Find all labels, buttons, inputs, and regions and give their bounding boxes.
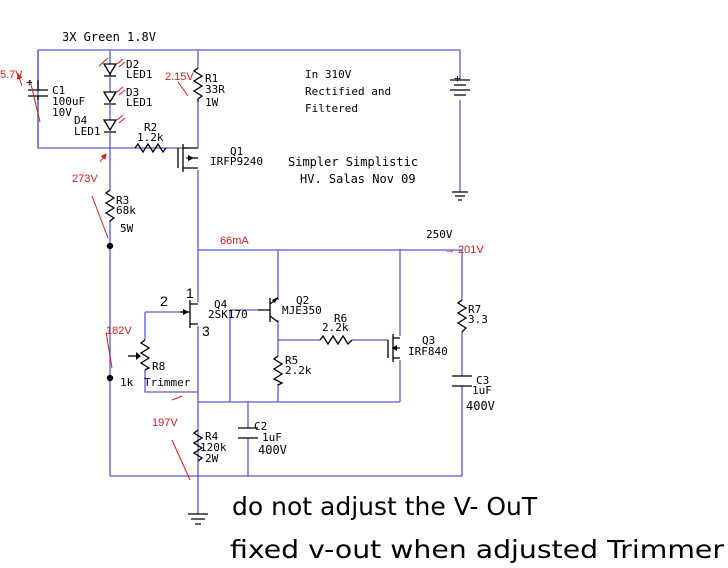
credits-line2: HV. Salas Nov 09 xyxy=(300,172,416,186)
c2-rating: 400V xyxy=(258,443,287,457)
annotation-v-c1: 5.7V xyxy=(0,69,23,81)
wires xyxy=(37,49,463,514)
note-line2: fixed v-out when adjusted Trimmer xyxy=(230,535,725,564)
resistor-r1 xyxy=(192,67,204,102)
annotation-current: 66mA xyxy=(220,235,249,247)
supply-line3: Filtered xyxy=(305,102,358,115)
resistor-r4 xyxy=(192,429,204,462)
r7-value: 3.3 xyxy=(468,313,488,326)
d4-ref: D4 xyxy=(74,114,88,127)
pin-drain: 1 xyxy=(186,285,194,301)
capacitor-c1 xyxy=(28,80,48,100)
annotation-v-gate: 182V xyxy=(106,325,132,337)
c1-value: 100uF xyxy=(52,95,85,108)
annotation-arrows xyxy=(16,57,191,481)
annotation-v-bottom: 197V xyxy=(152,417,178,429)
r8-ref: R8 xyxy=(152,360,165,373)
led-d3 xyxy=(102,86,126,105)
pin-gate: 2 xyxy=(160,293,168,309)
supply-line2: Rectified and xyxy=(305,85,391,98)
r1-power: 1W xyxy=(205,96,219,109)
q1-value: IRFP9240 xyxy=(210,155,263,168)
note-line1: do not adjust the V- OuT xyxy=(232,492,538,521)
q4-ref: Q4 xyxy=(214,298,228,311)
jfet-q4 xyxy=(180,300,198,328)
ground-bottom xyxy=(188,513,208,525)
c3-rating: 400V xyxy=(466,399,495,413)
r6-ref: R6 xyxy=(334,312,347,325)
credits-line1: Simpler Simplistic xyxy=(288,155,418,169)
r8-value: 1k xyxy=(120,376,134,389)
components xyxy=(28,58,472,525)
annotation-v-r1: 2.15V xyxy=(165,71,194,83)
r1-ref: R1 xyxy=(205,72,218,85)
d3-ref: D3 xyxy=(126,86,139,99)
mosfet-q3 xyxy=(387,334,400,362)
resistor-r6 xyxy=(319,334,353,346)
r3-power: 5W xyxy=(120,222,134,235)
q3-value: IRF840 xyxy=(408,345,448,358)
supply-line1: In 310V xyxy=(305,68,352,81)
r5-ref: R5 xyxy=(285,354,298,367)
q2-ref: Q2 xyxy=(296,294,309,307)
q3-ref: Q3 xyxy=(422,334,435,347)
r2-ref: R2 xyxy=(144,121,157,134)
q2-value: MJE350 xyxy=(282,304,322,317)
c1-ref: C1 xyxy=(52,84,65,97)
pin-source: 3 xyxy=(202,323,210,339)
r4-power: 2W xyxy=(205,452,219,465)
mosfet-q1 xyxy=(177,144,198,172)
c1-plus: + xyxy=(26,76,33,89)
c3-ref: C3 xyxy=(476,374,489,387)
r3-ref: R3 xyxy=(116,194,129,207)
resistor-r3 xyxy=(104,189,116,222)
d3-value: LED1 xyxy=(126,96,153,109)
c3-value: 1uF xyxy=(472,384,492,397)
annotation-v-r3: 273V xyxy=(72,173,98,185)
r4-ref: R4 xyxy=(205,430,219,443)
d2-ref: D2 xyxy=(126,58,139,71)
d4-value: LED1 xyxy=(74,125,101,138)
resistor-r8 xyxy=(128,339,151,371)
r6-value: 2.2k xyxy=(322,321,349,334)
resistor-r7 xyxy=(456,299,468,333)
resistor-r2 xyxy=(134,142,167,154)
d2-value: LED1 xyxy=(126,68,153,81)
capacitor-c3 xyxy=(452,375,472,387)
led-d4 xyxy=(102,114,126,133)
bjt-q2 xyxy=(258,297,279,323)
annotation-v-out-measured: → 201V xyxy=(444,244,484,256)
r5-value: 2.2k xyxy=(285,364,312,377)
annotation-v-out-nominal: 250V xyxy=(426,228,453,241)
battery-plus: + xyxy=(454,72,461,85)
ground-top xyxy=(452,191,468,201)
r8-note: Trimmer xyxy=(144,376,191,389)
r2-value: 1.2k xyxy=(137,131,164,144)
leds-title: 3X Green 1.8V xyxy=(62,30,156,44)
battery-310v xyxy=(450,79,470,96)
c2-ref: C2 xyxy=(254,420,267,433)
c1-rating: 10V xyxy=(52,106,72,119)
resistor-r5 xyxy=(272,355,284,386)
led-d2 xyxy=(102,58,126,77)
r7-ref: R7 xyxy=(468,303,481,316)
q4-value: 2SK170 xyxy=(208,308,248,321)
r3-value: 68k xyxy=(116,204,136,217)
q1-ref: Q1 xyxy=(230,145,243,158)
capacitor-c2 xyxy=(238,427,258,439)
r4-value: 120k xyxy=(200,441,227,454)
r1-value: 33R xyxy=(205,83,225,96)
c2-value: 1uF xyxy=(262,431,282,444)
